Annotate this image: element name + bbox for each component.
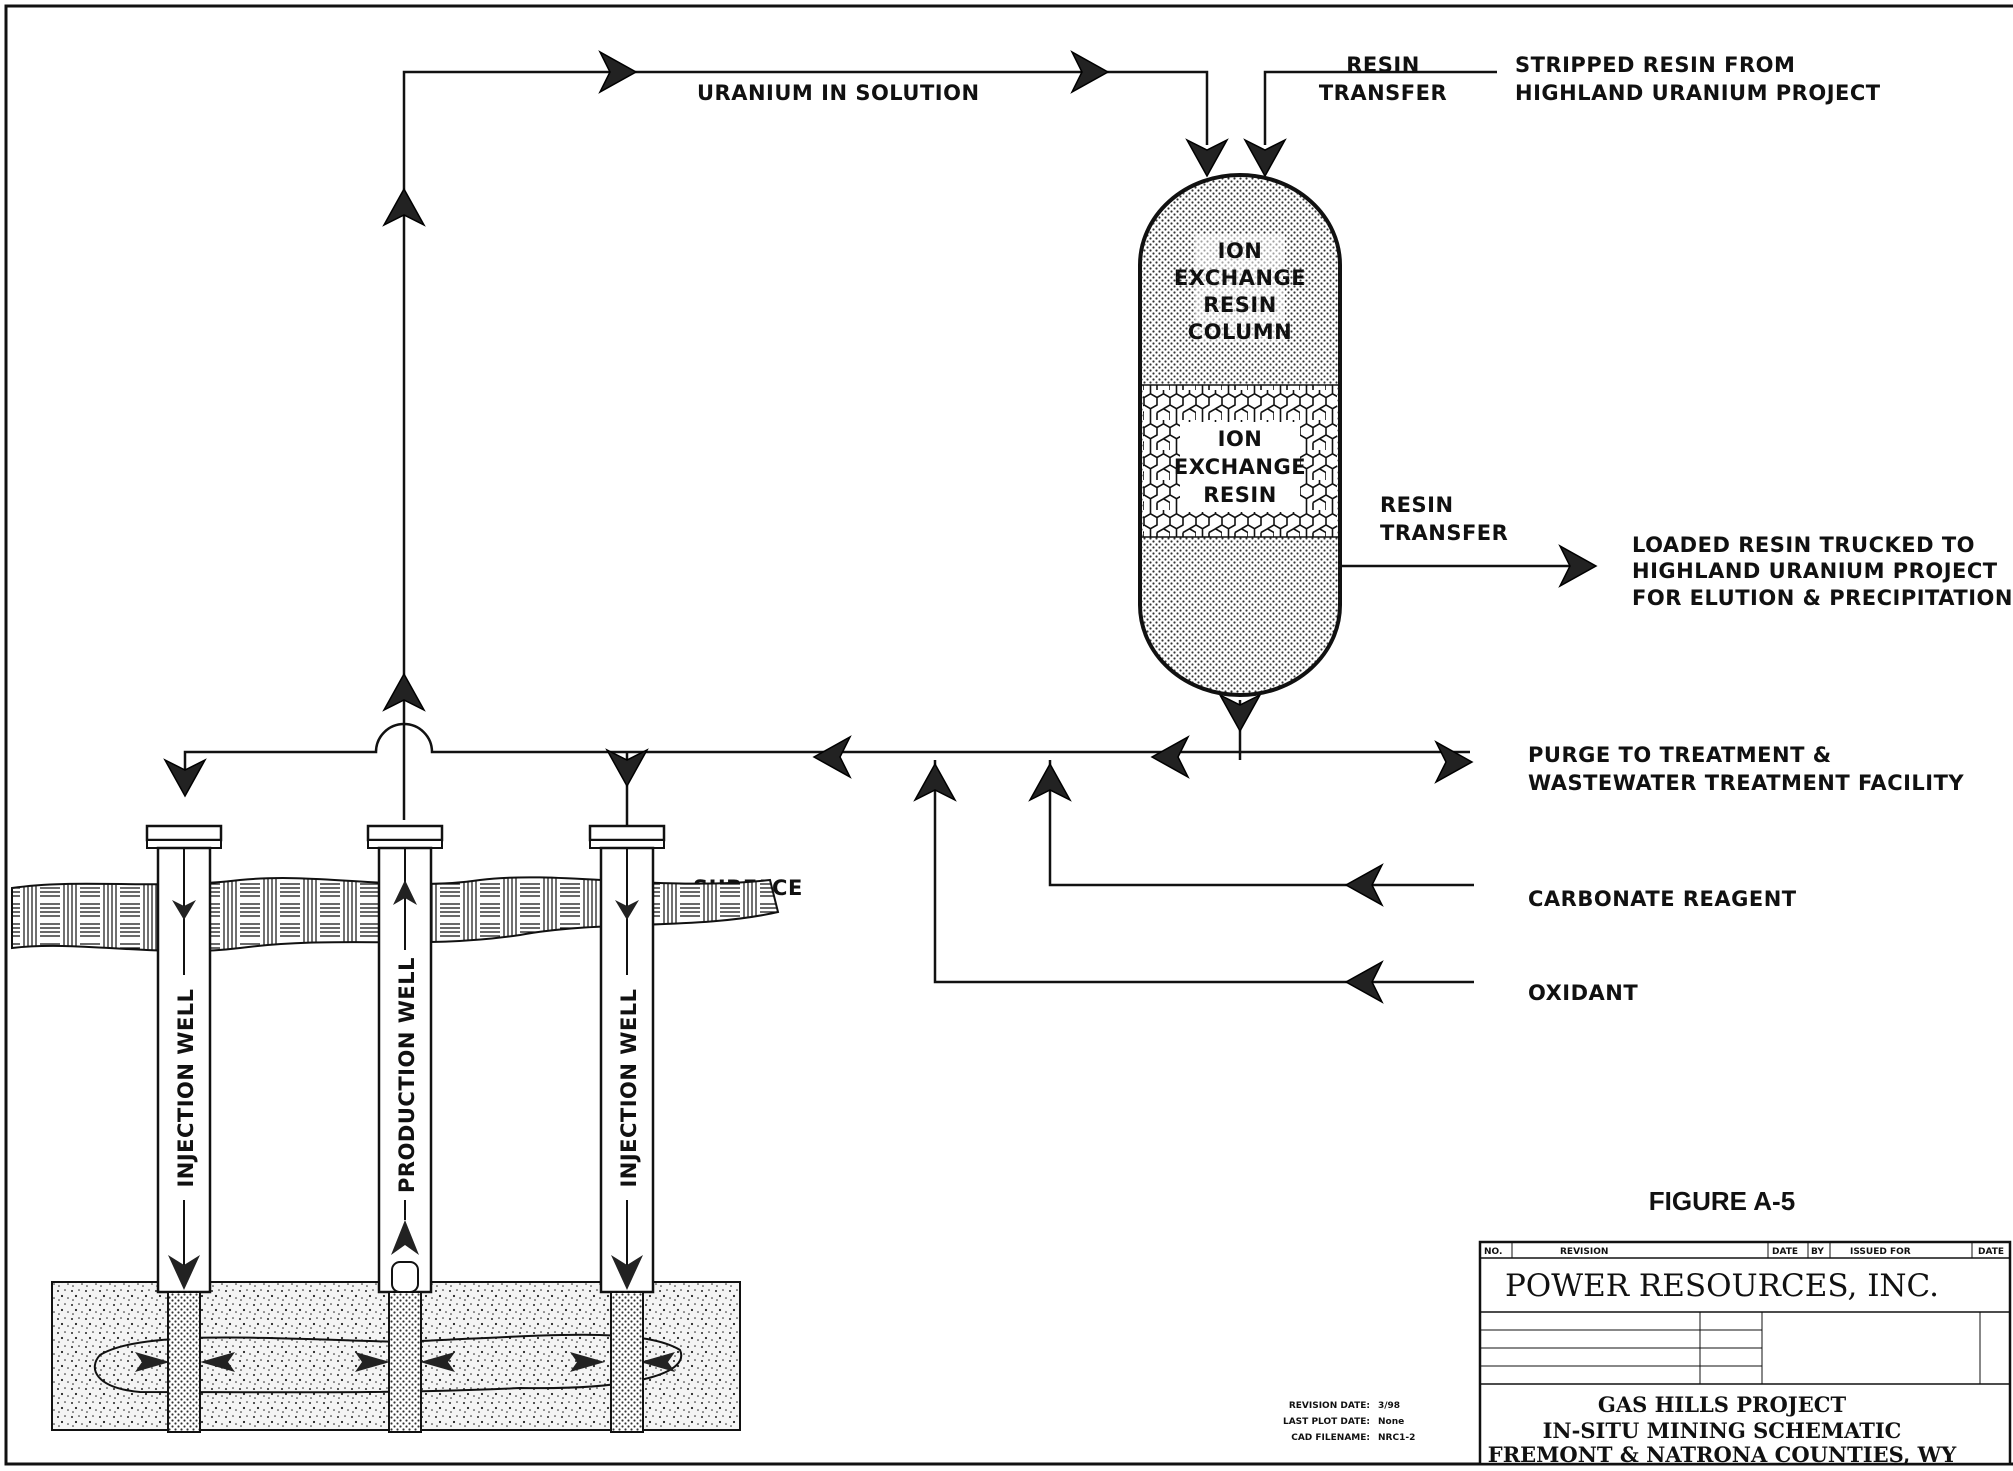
purge-label-2: WASTEWATER TREATMENT FACILITY	[1528, 771, 1964, 795]
last-plot-date-label: LAST PLOT DATE:	[1283, 1417, 1370, 1427]
carbonate-reagent-label: CARBONATE REAGENT	[1528, 887, 1797, 911]
cad-filename-label: CAD FILENAME:	[1291, 1433, 1370, 1443]
figure-label: FIGURE A-5	[1649, 1186, 1795, 1216]
column-label-line-4: COLUMN	[1188, 320, 1292, 344]
column-label-line-3: RESIN	[1203, 293, 1277, 317]
company-name: POWER RESOURCES, INC.	[1505, 1268, 1939, 1304]
production-well: PRODUCTION WELL	[366, 824, 444, 1433]
column-label-line-2: EXCHANGE	[1174, 266, 1306, 290]
injection-well-right: INJECTION WELL	[588, 824, 666, 1433]
plot-info: REVISION DATE: 3/98 LAST PLOT DATE: None…	[1283, 1401, 1415, 1443]
title-block-date-header: DATE	[1772, 1247, 1798, 1257]
flow-lines	[183, 70, 1590, 984]
injection-well-left-label: INJECTION WELL	[174, 988, 198, 1187]
drawing-title: IN-SITU MINING SCHEMATIC	[1543, 1418, 1902, 1443]
resin-bed-label-line-2: EXCHANGE	[1174, 455, 1306, 479]
column-label-line-1: ION	[1218, 239, 1263, 263]
resin-transfer-top-label-1: RESIN	[1346, 53, 1420, 77]
title-block-issued-header: ISSUED FOR	[1850, 1247, 1911, 1257]
cad-filename-value: NRC1-2	[1378, 1433, 1415, 1443]
production-well-label: PRODUCTION WELL	[395, 957, 419, 1193]
title-block-no-header: NO.	[1484, 1247, 1502, 1257]
loaded-resin-label-3: FOR ELUTION & PRECIPITATION	[1632, 586, 2013, 610]
injection-well-left: INJECTION WELL	[145, 824, 223, 1433]
drawing-border	[4, 4, 2013, 1466]
resin-transfer-top-label-2: TRANSFER	[1319, 81, 1447, 105]
oxidant-label: OXIDANT	[1528, 981, 1638, 1005]
purge-label-1: PURGE TO TREATMENT &	[1528, 743, 1832, 767]
title-block-revision-header: REVISION	[1560, 1247, 1608, 1257]
loaded-resin-label-2: HIGHLAND URANIUM PROJECT	[1632, 559, 1998, 583]
uranium-in-solution-label: URANIUM IN SOLUTION	[697, 81, 980, 105]
loaded-resin-label-1: LOADED RESIN TRUCKED TO	[1632, 533, 1975, 557]
resin-bed-label-line-3: RESIN	[1203, 483, 1277, 507]
drawing-location: FREMONT & NATRONA COUNTIES, WY	[1488, 1442, 1957, 1467]
title-block-by-header: BY	[1811, 1247, 1824, 1257]
last-plot-date-value: None	[1378, 1417, 1404, 1427]
resin-transfer-side-label-1: RESIN	[1380, 493, 1454, 517]
resin-transfer-side-label-2: TRANSFER	[1380, 521, 1508, 545]
title-block: NO. REVISION DATE BY ISSUED FOR DATE POW…	[1478, 1240, 2012, 1467]
stripped-resin-label-2: HIGHLAND URANIUM PROJECT	[1515, 81, 1881, 105]
ion-exchange-column: ION EXCHANGE RESIN COLUMN ION EXCHANGE R…	[1138, 173, 1342, 697]
project-name: GAS HILLS PROJECT	[1598, 1392, 1847, 1417]
stripped-resin-label-1: STRIPPED RESIN FROM	[1515, 53, 1795, 77]
revision-date-value: 3/98	[1378, 1401, 1400, 1411]
resin-bed-label-line-1: ION	[1218, 427, 1263, 451]
injection-well-right-label: INJECTION WELL	[617, 988, 641, 1187]
flow-labels: URANIUM IN SOLUTION RESIN TRANSFER STRIP…	[693, 53, 2013, 1005]
title-block-date2-header: DATE	[1978, 1247, 2004, 1257]
revision-date-label: REVISION DATE:	[1289, 1401, 1370, 1411]
